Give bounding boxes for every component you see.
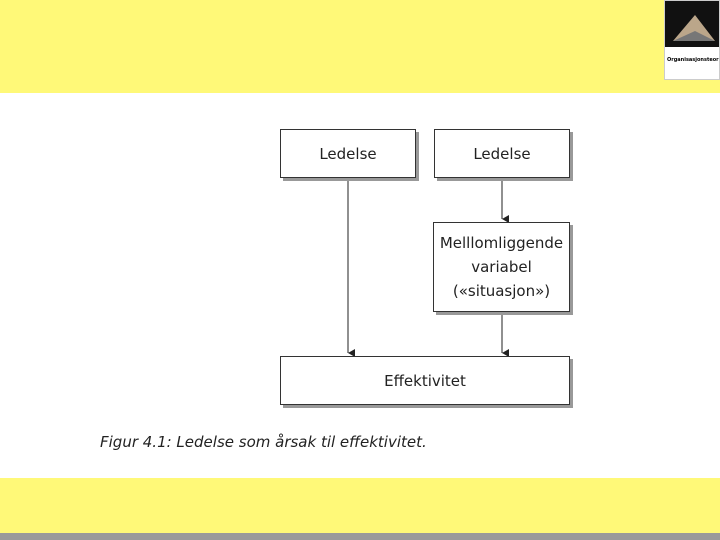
box-ledelse-right: Ledelse — [434, 129, 570, 178]
box-mediating-variable: Melllomliggende variabel («situasjon») — [433, 222, 570, 312]
top-band — [0, 0, 720, 93]
box-label: Ledelse — [473, 144, 531, 163]
box-label-line: Melllomliggende — [439, 234, 564, 252]
bottom-band — [0, 478, 720, 533]
box-label: Ledelse — [319, 144, 377, 163]
box-effektivitet: Effektivitet — [280, 356, 570, 405]
box-ledelse-left: Ledelse — [280, 129, 416, 178]
book-cover-title: Organisasjonsteori — [667, 57, 720, 63]
bottom-bar — [0, 533, 720, 540]
book-cover-image: Organisasjonsteori — [664, 0, 720, 80]
figure-caption: Figur 4.1: Ledelse som årsak til effekti… — [100, 433, 427, 451]
box-label-line: variabel — [471, 258, 532, 276]
box-label: Effektivitet — [384, 371, 466, 390]
box-label-line: («situasjon») — [452, 282, 551, 300]
